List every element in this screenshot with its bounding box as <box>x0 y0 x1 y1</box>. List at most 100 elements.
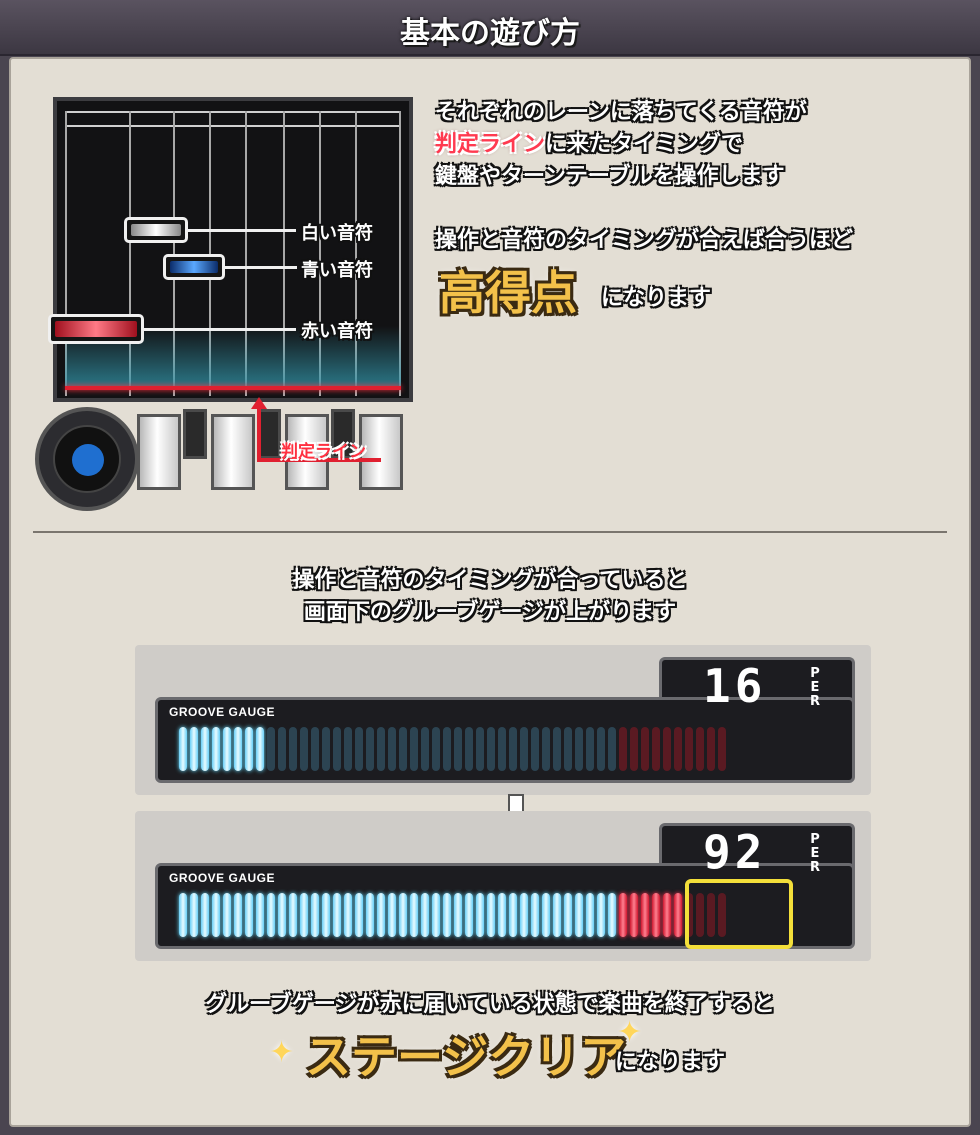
gauge-segment <box>267 893 275 937</box>
gauge-caption-1: 操作と音符のタイミングが合っていると <box>292 568 688 593</box>
gauge-segment <box>355 727 363 771</box>
red-note-label: 赤い音符 <box>301 321 373 342</box>
gauge-segment <box>410 727 418 771</box>
gauge-segment <box>707 893 715 937</box>
gauge-segment <box>586 727 594 771</box>
gauge-segment <box>465 727 473 771</box>
gauge-track <box>179 893 726 939</box>
gauge-segment <box>696 727 704 771</box>
key-6 <box>331 409 355 459</box>
white-note-label: 白い音符 <box>301 223 373 244</box>
gauge-segment <box>322 727 330 771</box>
gauge-segment <box>410 893 418 937</box>
gauge-segment <box>366 893 374 937</box>
gauge-segment <box>674 727 682 771</box>
key-3 <box>211 414 255 490</box>
gauge-segment <box>586 893 594 937</box>
turntable-platter <box>53 425 121 493</box>
key-7 <box>359 414 403 490</box>
gauge-segment <box>608 893 616 937</box>
gauge-segment <box>223 727 231 771</box>
gauge-segment <box>245 893 253 937</box>
judge-arrow-head <box>251 397 267 409</box>
gauge-segment <box>696 893 704 937</box>
key-5 <box>285 414 329 490</box>
gauge-segment <box>454 727 462 771</box>
gauge-segment <box>619 727 627 771</box>
gauge-segment <box>630 893 638 937</box>
gauge-segment <box>223 893 231 937</box>
gauge-segment <box>333 727 341 771</box>
intro-line-4: 操作と音符のタイミングが合えば合うほど <box>435 228 854 253</box>
gauge-segment <box>718 893 726 937</box>
gauge-segment <box>190 727 198 771</box>
gauge-segment <box>685 727 693 771</box>
gauge-segment <box>542 727 550 771</box>
gauge-segment <box>267 727 275 771</box>
gauge-caption-2: 画面下のグルーブゲージが上がります <box>303 600 677 625</box>
gauge-segment <box>289 893 297 937</box>
content-panel: 白い音符 青い音符 赤い音符 判定ライン それぞれのレーンに落ちてくる音符が 判… <box>9 57 971 1127</box>
gauge-segment <box>663 727 671 771</box>
gauge-segment <box>179 727 187 771</box>
gauge-unit-letter: R <box>809 860 820 875</box>
turntable <box>35 407 139 511</box>
gauge-segment <box>388 727 396 771</box>
lane-divider <box>283 111 285 396</box>
gauge-segment <box>630 727 638 771</box>
lane-divider <box>65 111 67 396</box>
section-divider <box>33 531 947 533</box>
gauge-segment <box>234 893 242 937</box>
gauge-segment <box>212 727 220 771</box>
intro-line-5: になります <box>601 286 712 311</box>
gauge-segment <box>597 893 605 937</box>
lane-divider <box>129 111 131 396</box>
gauge-segment <box>179 893 187 937</box>
white-note-fill <box>131 224 181 236</box>
sparkle-icon: ✦ <box>617 1015 643 1050</box>
intro-line-1: それぞれのレーンに落ちてくる音符が <box>435 100 807 125</box>
stage-clear-text: ステージクリア <box>305 1030 627 1084</box>
gauge-segment <box>498 727 506 771</box>
gauge-segment <box>641 727 649 771</box>
gauge-segment <box>421 727 429 771</box>
gauge-segment <box>476 893 484 937</box>
gauge-segment <box>278 893 286 937</box>
page-title: 基本の遊び方 <box>400 16 580 51</box>
gauge-value: 16 <box>703 659 767 713</box>
gauge-segment <box>476 727 484 771</box>
gauge-unit-letter: P <box>810 832 820 847</box>
gauge-segment <box>674 893 682 937</box>
white-note-pointer <box>188 229 296 232</box>
judge-line-label: 判定ライン <box>281 442 366 462</box>
gauge-segment <box>432 893 440 937</box>
gauge-segment <box>245 727 253 771</box>
gauge-segment <box>652 727 660 771</box>
clear-caption-2: になります <box>615 1050 726 1075</box>
judge-line-highlight: 判定ライン <box>435 132 546 157</box>
gauge-segment <box>498 893 506 937</box>
lane-header <box>65 111 401 127</box>
judge-line <box>65 386 401 390</box>
gauge-segment <box>377 893 385 937</box>
intro-line-2: 判定ラインに来たタイミングで <box>435 129 743 160</box>
gauge-segment <box>718 727 726 771</box>
gauge-segment <box>432 727 440 771</box>
gauge-segment <box>399 893 407 937</box>
blue-note-fill <box>170 261 218 273</box>
gauge-segment <box>355 893 363 937</box>
gauge-segment <box>575 893 583 937</box>
gauge-segment <box>201 893 209 937</box>
white-note <box>124 217 188 243</box>
gauge-unit-letter: P <box>810 666 820 681</box>
gauge-segment <box>487 893 495 937</box>
gauge-segment <box>652 893 660 937</box>
red-note-pointer <box>144 328 296 331</box>
gauge-segment <box>300 727 308 771</box>
red-zone-highlight <box>685 879 793 949</box>
blue-note-pointer <box>225 266 297 269</box>
judge-arrow <box>257 404 261 460</box>
lane-divider <box>355 111 357 396</box>
